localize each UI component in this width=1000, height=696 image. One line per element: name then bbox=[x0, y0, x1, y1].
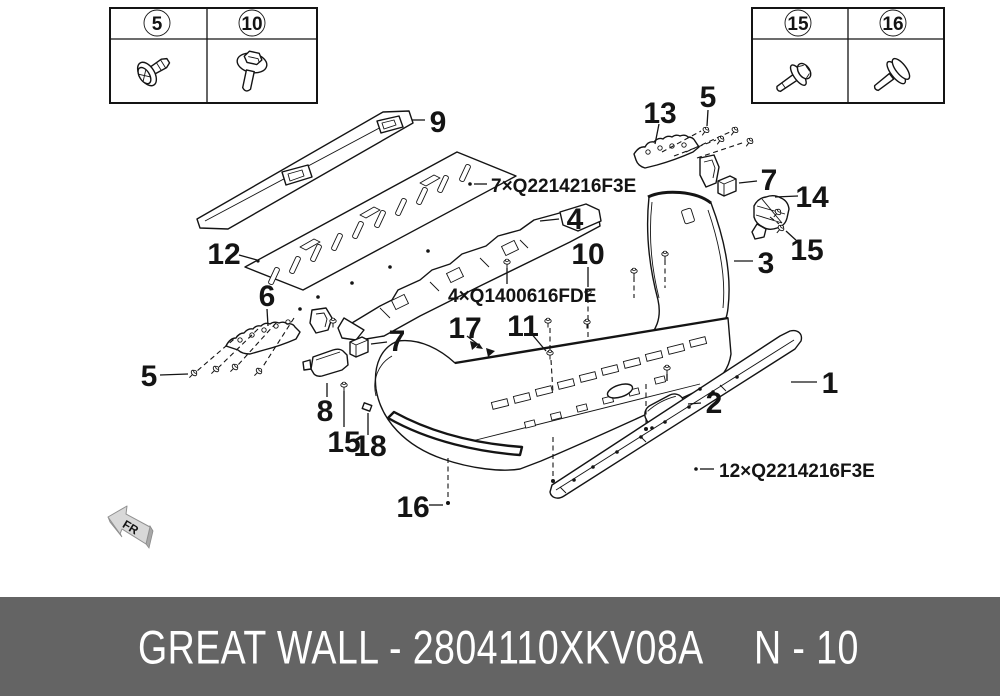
callout-5-top: 5 bbox=[700, 81, 717, 114]
part-13-bracket bbox=[633, 134, 720, 188]
footer-bar: GREAT WALL - 2804110XKV08A N - 10 bbox=[0, 597, 1000, 696]
hardware-qty-labels: 7×Q2214216F3E 4×Q1400616FDE 12×Q2214216F… bbox=[448, 176, 875, 482]
legend-num-5: 5 bbox=[152, 14, 163, 35]
part-9-step-trim bbox=[196, 110, 414, 230]
part-8-bracket bbox=[302, 348, 349, 377]
part-14-bracket bbox=[751, 195, 790, 240]
callout-labels: 9 12 4 13 5 7 14 15 3 10 6 5 7 17 11 8 bbox=[141, 81, 839, 524]
diagram-svg: 5 10 15 16 bbox=[107, 7, 945, 549]
callout-1: 1 bbox=[822, 367, 839, 400]
callout-18: 18 bbox=[353, 430, 386, 463]
fr-direction-arrow: FR bbox=[107, 505, 154, 549]
bumper-fascia bbox=[374, 316, 732, 471]
part-12-step-panel bbox=[244, 151, 517, 311]
fascia-slots bbox=[490, 336, 708, 429]
hardware-label-4x: 4×Q1400616FDE bbox=[448, 286, 596, 307]
callout-17: 17 bbox=[448, 312, 481, 345]
callout-7-right: 7 bbox=[761, 164, 778, 197]
push-rivet-icon bbox=[873, 57, 911, 92]
part-1-lower-trim bbox=[549, 329, 803, 499]
hardware-label-12x: 12×Q2214216F3E bbox=[719, 461, 875, 482]
callout-9: 9 bbox=[430, 106, 447, 139]
callout-3: 3 bbox=[758, 247, 775, 280]
part-12-slots bbox=[268, 163, 471, 286]
flange-bolt-side-icon bbox=[776, 62, 812, 93]
part-6-bracket bbox=[225, 307, 333, 355]
part-7-clip-right bbox=[717, 175, 737, 197]
legend-right-table: 15 16 bbox=[751, 7, 945, 104]
hex-flange-bolt-icon bbox=[236, 50, 268, 92]
callout-16: 16 bbox=[396, 491, 429, 524]
footer-brand-part: GREAT WALL - 2804110XKV08A bbox=[138, 620, 704, 673]
callout-10: 10 bbox=[571, 238, 604, 271]
fastener-glyphs bbox=[186, 125, 786, 505]
callout-12: 12 bbox=[207, 238, 240, 271]
callout-15-left: 15 bbox=[327, 426, 360, 459]
legend-num-15: 15 bbox=[787, 14, 809, 35]
callout-2: 2 bbox=[706, 387, 723, 420]
hardware-label-7x: 7×Q2214216F3E bbox=[491, 176, 636, 197]
callout-7-mid: 7 bbox=[389, 325, 406, 358]
callout-4: 4 bbox=[567, 203, 584, 236]
callout-5-left: 5 bbox=[141, 360, 158, 393]
callout-11: 11 bbox=[507, 310, 539, 343]
callout-8: 8 bbox=[317, 395, 334, 428]
legend-left-table: 5 10 bbox=[109, 7, 318, 104]
phillips-flange-screw-icon bbox=[136, 57, 171, 87]
footer-page-ref: N - 10 bbox=[754, 620, 859, 673]
part-7-clip-mid bbox=[349, 336, 369, 358]
callout-13: 13 bbox=[643, 97, 676, 130]
part-4-reinforcement-bar bbox=[337, 203, 602, 341]
callout-6: 6 bbox=[259, 280, 276, 313]
legend-num-16: 16 bbox=[882, 14, 903, 35]
legend-num-10: 10 bbox=[241, 14, 262, 35]
callout-14: 14 bbox=[795, 181, 829, 214]
callout-15-right: 15 bbox=[790, 234, 823, 267]
